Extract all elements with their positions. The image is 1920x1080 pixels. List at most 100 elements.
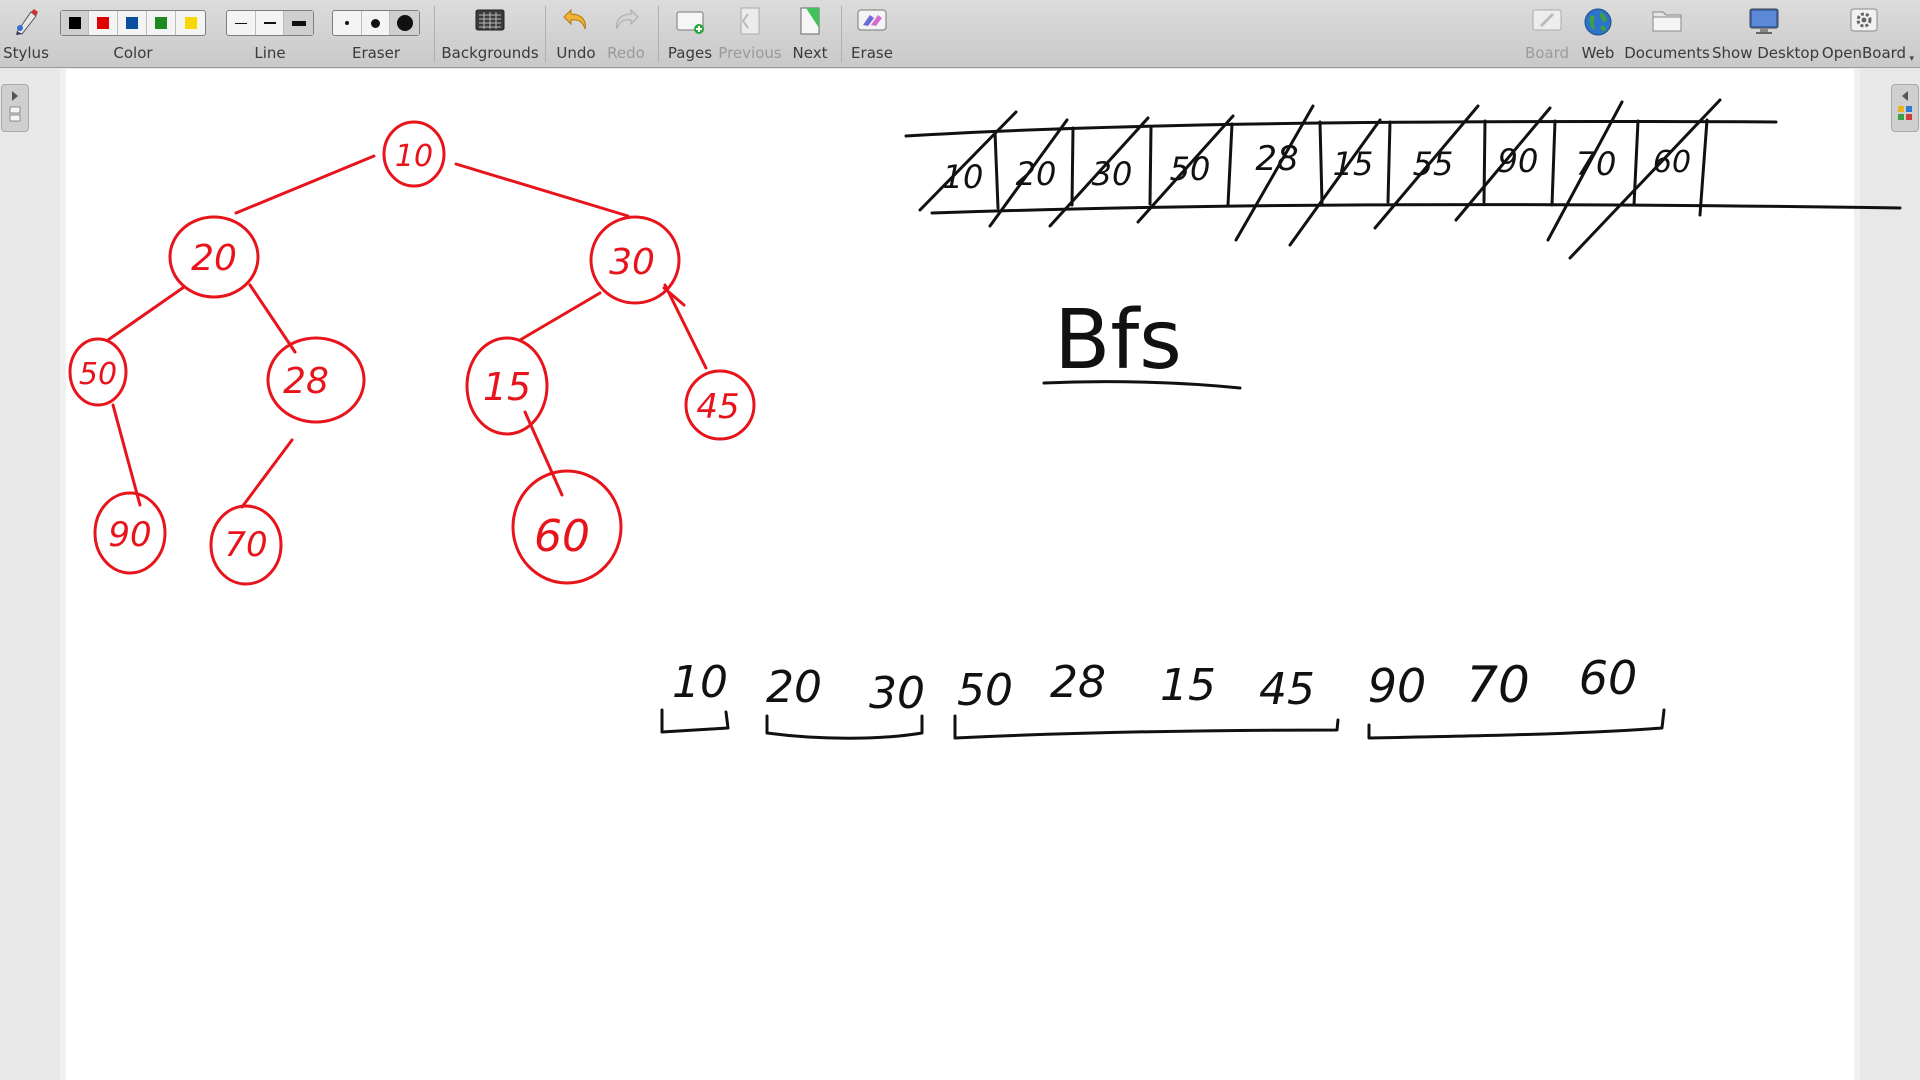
queue-cell-divider bbox=[1698, 118, 1709, 217]
line-thick[interactable] bbox=[284, 11, 313, 35]
tree-node-circle bbox=[465, 336, 549, 436]
queue-strike bbox=[918, 110, 1018, 212]
queue-cell-label: 30 bbox=[1092, 155, 1133, 193]
stylus-button[interactable]: Stylus bbox=[0, 0, 52, 68]
stylus-icon bbox=[11, 6, 41, 40]
tree-node-label: 30 bbox=[609, 242, 655, 283]
left-palette-toggle[interactable] bbox=[1, 84, 29, 132]
bfs-order-value: 20 bbox=[766, 662, 822, 713]
color-swatch-blue[interactable] bbox=[118, 11, 147, 35]
globe-icon bbox=[1582, 6, 1614, 42]
openboard-menu-button[interactable]: OpenBoard ▾ bbox=[1818, 0, 1914, 68]
tree-node-circle bbox=[684, 369, 756, 441]
add-page-icon bbox=[674, 6, 706, 40]
whiteboard-canvas[interactable] bbox=[60, 69, 1860, 1080]
queue-cell-label: 55 bbox=[1413, 145, 1454, 183]
gear-icon bbox=[1848, 6, 1880, 40]
undo-button[interactable]: Undo bbox=[552, 0, 600, 68]
line-medium[interactable] bbox=[256, 11, 285, 35]
tree-node-circle bbox=[511, 469, 623, 585]
pages-panel-icon bbox=[9, 91, 21, 122]
queue-strike bbox=[1136, 114, 1235, 224]
line-width-picker bbox=[226, 10, 314, 36]
eraser-large[interactable] bbox=[390, 11, 419, 35]
queue-bottom-line bbox=[930, 203, 1902, 215]
undo-icon bbox=[561, 6, 591, 38]
level-bracket bbox=[765, 714, 924, 740]
tree-edge bbox=[240, 438, 294, 509]
bfs-order-value: 15 bbox=[1160, 660, 1216, 711]
level-bracket bbox=[1367, 708, 1666, 740]
tree-node-label: 28 bbox=[283, 361, 329, 402]
tree-node-circle bbox=[266, 336, 366, 424]
erase-button[interactable]: Erase bbox=[846, 0, 898, 68]
tree-node-label: 20 bbox=[191, 238, 237, 279]
tree-edge bbox=[248, 283, 297, 354]
next-page-button[interactable]: Next bbox=[784, 0, 836, 68]
backgrounds-button[interactable]: Backgrounds bbox=[440, 0, 540, 68]
color-swatch-red[interactable] bbox=[89, 11, 118, 35]
tree-node-label: 90 bbox=[108, 515, 151, 555]
tree-edge bbox=[234, 154, 376, 215]
color-swatch-yellow[interactable] bbox=[176, 11, 205, 35]
queue-cell-divider bbox=[1482, 119, 1487, 204]
queue-strike bbox=[1234, 104, 1315, 242]
queue-cell-label: 28 bbox=[1255, 139, 1298, 179]
tree-node-label: 15 bbox=[483, 365, 531, 409]
queue-cell-label: 70 bbox=[1576, 145, 1617, 183]
tree-edge bbox=[111, 403, 142, 507]
bfs-title: Bfs bbox=[1054, 293, 1182, 388]
bfs-order-value: 30 bbox=[869, 668, 925, 719]
tree-node-label: 50 bbox=[79, 357, 117, 392]
board-icon bbox=[1531, 6, 1563, 38]
queue-cell-divider bbox=[1386, 120, 1392, 204]
board-button[interactable]: Board bbox=[1520, 0, 1574, 68]
tree-node-label: 60 bbox=[534, 511, 590, 562]
tree-node-circle bbox=[589, 215, 681, 305]
queue-strike bbox=[1048, 116, 1150, 228]
redo-icon bbox=[611, 6, 641, 38]
queue-cell-divider bbox=[993, 130, 1000, 210]
show-desktop-button[interactable]: Show Desktop bbox=[1712, 0, 1819, 68]
line-control: Line bbox=[224, 0, 316, 68]
queue-cell-label: 15 bbox=[1333, 145, 1374, 183]
documents-button[interactable]: Documents bbox=[1622, 0, 1712, 68]
previous-page-button[interactable]: Previous bbox=[716, 0, 784, 68]
queue-cell-divider bbox=[1632, 119, 1640, 207]
tree-node-circle bbox=[168, 215, 260, 299]
queue-top-line bbox=[904, 120, 1778, 138]
eraser-medium[interactable] bbox=[362, 11, 391, 35]
level-bracket bbox=[953, 714, 1340, 740]
queue-strike bbox=[1288, 118, 1382, 247]
eraser-small[interactable] bbox=[333, 11, 362, 35]
color-swatch-black[interactable] bbox=[61, 11, 89, 35]
tree-node-circle bbox=[382, 120, 446, 188]
web-button[interactable]: Web bbox=[1576, 0, 1620, 68]
redo-button[interactable]: Redo bbox=[602, 0, 650, 68]
tree-node-circle bbox=[93, 491, 167, 575]
queue-cell-label: 50 bbox=[1170, 150, 1211, 188]
level-bracket bbox=[660, 708, 730, 734]
monitor-icon bbox=[1747, 6, 1781, 40]
queue-cell-divider bbox=[1550, 119, 1557, 207]
tree-node-label: 10 bbox=[395, 139, 433, 174]
line-thin[interactable] bbox=[227, 11, 256, 35]
tree-node-label: 70 bbox=[224, 525, 267, 565]
bfs-order-value: 90 bbox=[1368, 659, 1427, 713]
library-panel-icon bbox=[1898, 91, 1912, 120]
pages-button[interactable]: Pages bbox=[664, 0, 716, 68]
bfs-order-value: 60 bbox=[1579, 651, 1638, 705]
queue-cell-divider bbox=[1226, 122, 1234, 207]
backgrounds-icon bbox=[474, 6, 506, 38]
queue-strike bbox=[1546, 100, 1624, 242]
color-swatch-green[interactable] bbox=[147, 11, 176, 35]
toolbar: Stylus Color bbox=[0, 0, 1920, 68]
queue-cell-divider bbox=[1148, 125, 1153, 206]
queue-strike bbox=[1454, 106, 1552, 222]
queue-strike bbox=[1568, 98, 1722, 260]
right-palette-toggle[interactable] bbox=[1891, 84, 1919, 132]
tree-edge bbox=[518, 291, 602, 342]
queue-cell-label: 60 bbox=[1653, 145, 1691, 180]
previous-page-icon bbox=[736, 6, 764, 40]
